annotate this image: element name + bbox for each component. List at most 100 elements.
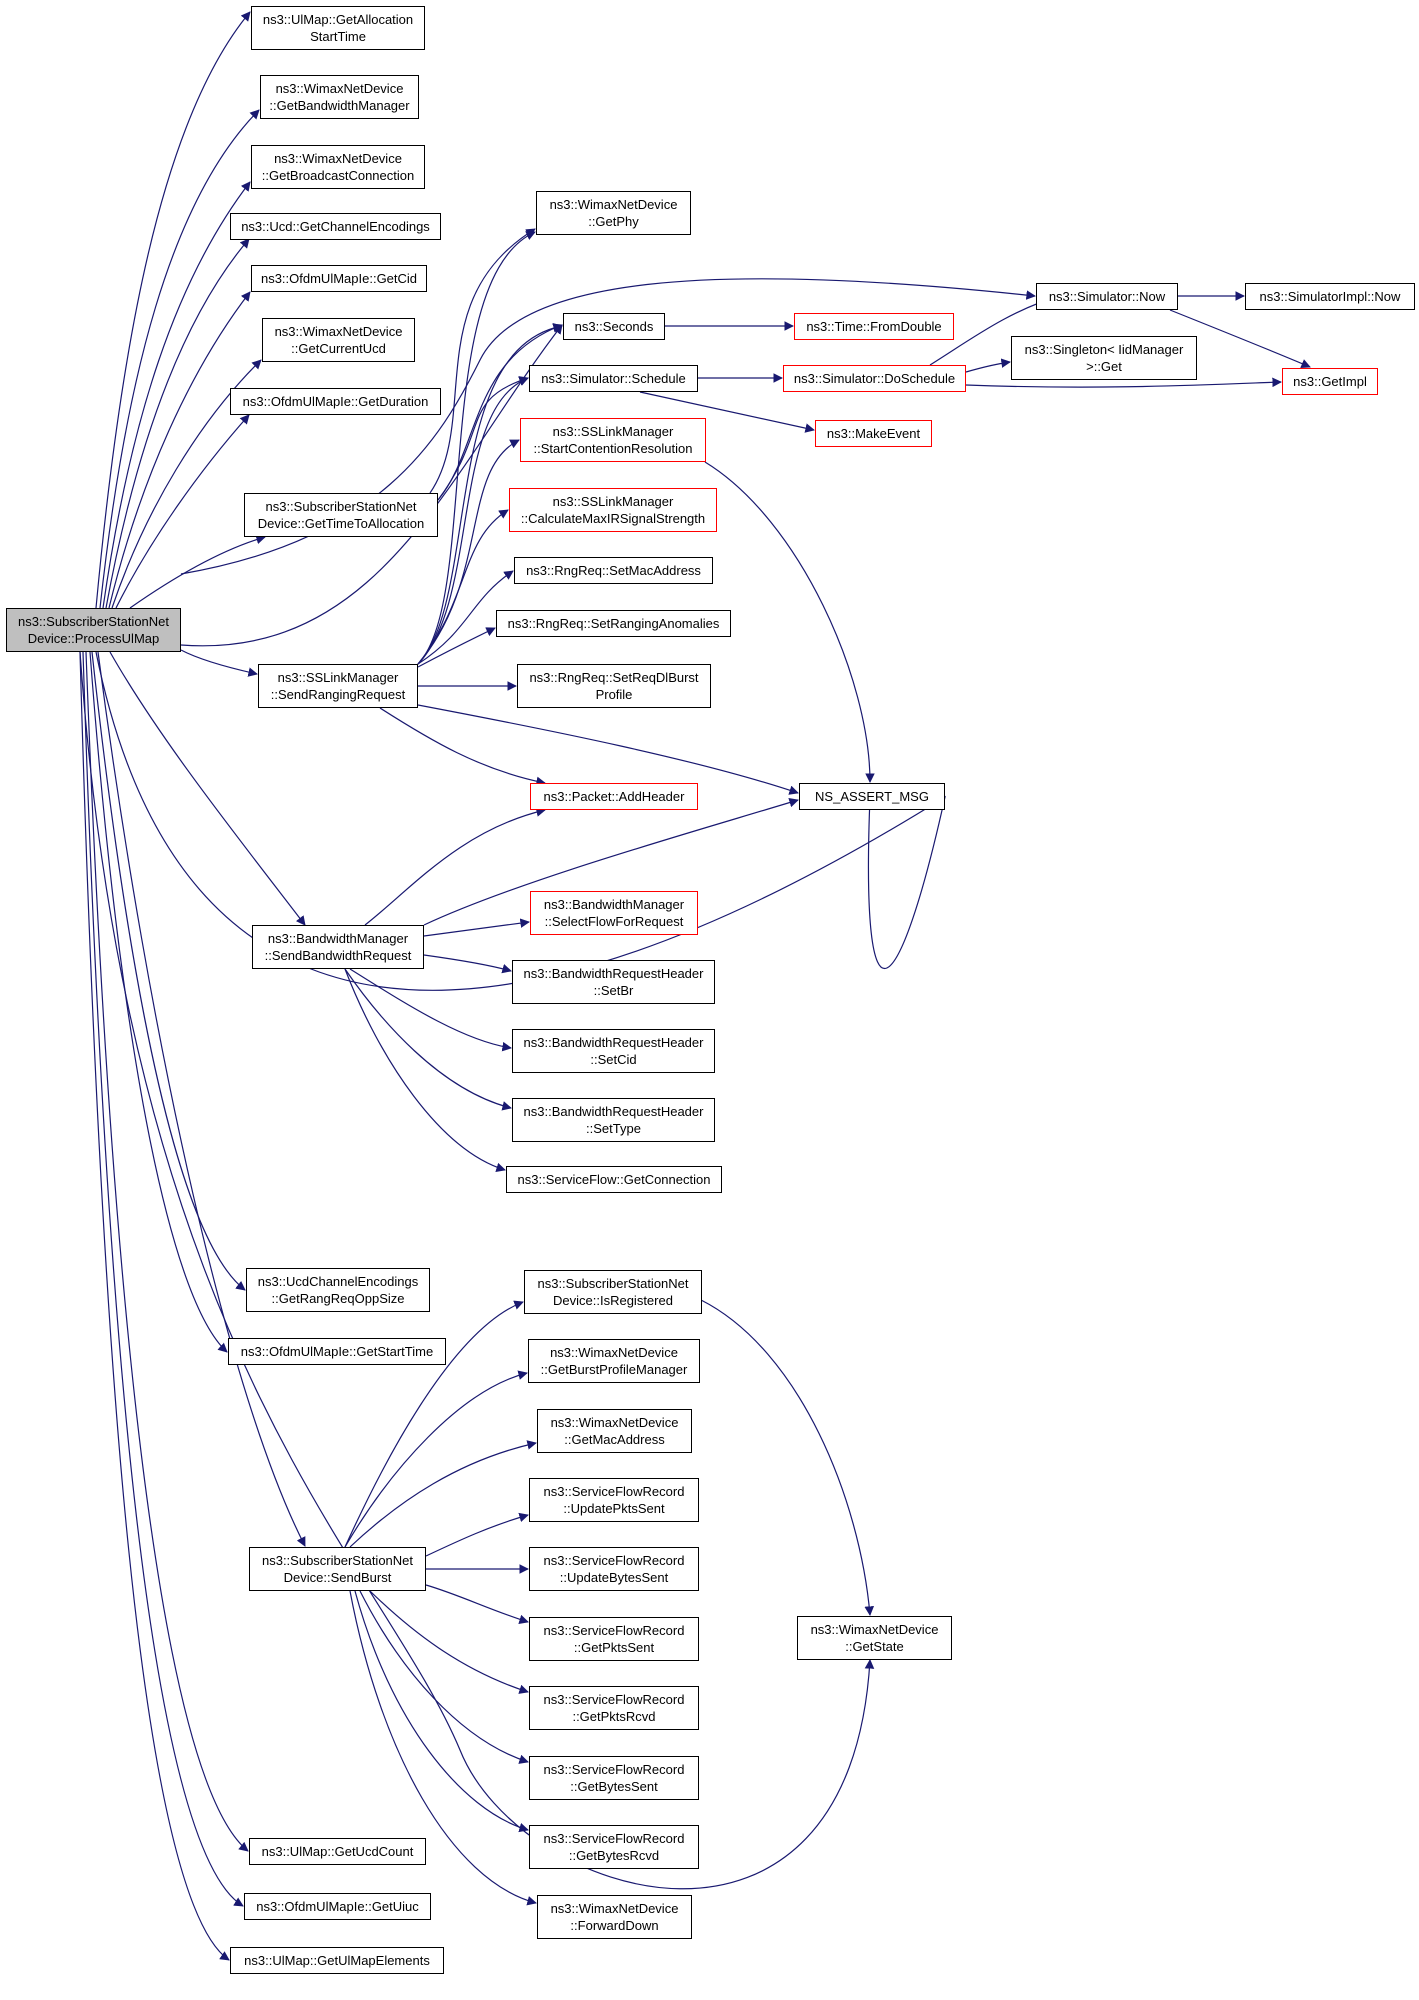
node-label-line: ns3::WimaxNetDevice [274,151,402,166]
node-label-line: ns3::WimaxNetDevice [550,1901,679,1916]
node-label-line: ::UpdatePktsSent [563,1501,665,1516]
node-ofdm-ul-map-ie-get-uiuc[interactable]: ns3::OfdmUlMapIe::GetUiuc [244,1893,431,1920]
node-packet-add-header[interactable]: ns3::Packet::AddHeader [530,783,698,810]
node-label-line: ns3::BandwidthManager [267,931,409,946]
node-ns-assert-msg[interactable]: NS_ASSERT_MSG [799,783,945,810]
node-bandwidth-manager-select-flow-for-request[interactable]: ns3::BandwidthManager::SelectFlowForRequ… [530,891,698,935]
edge-bandwidth-to-add-header [364,807,546,926]
edge-burst-to-get-mac-address [349,1440,537,1548]
node-ss-link-manager-send-ranging-request[interactable]: ns3::SSLinkManager::SendRangingRequest [258,664,418,708]
node-service-flow-record-update-pkts-sent[interactable]: ns3::ServiceFlowRecord::UpdatePktsSent [529,1478,699,1522]
node-ofdm-ul-map-ie-get-start-time[interactable]: ns3::OfdmUlMapIe::GetStartTime [228,1338,446,1365]
edge-to-get-channel-encodings [105,238,250,609]
node-bandwidth-manager-send-bandwidth-request[interactable]: ns3::BandwidthManager::SendBandwidthRequ… [252,925,424,969]
node-label-line: Device::SendBurst [283,1570,392,1585]
node-label-line: ::GetPktsSent [573,1640,655,1655]
node-ucd-channel-encodings-get-rang-req-opp-size[interactable]: ns3::UcdChannelEncodings::GetRangReqOppS… [246,1268,430,1312]
node-simulator-do-schedule[interactable]: ns3::Simulator::DoSchedule [783,365,966,392]
node-label-line: Profile [595,687,633,702]
edge-ranging-to-schedule [417,376,529,665]
edge-do-schedule-to-get-impl [965,377,1282,388]
node-wimax-get-phy[interactable]: ns3::WimaxNetDevice::GetPhy [536,191,691,235]
node-service-flow-record-get-bytes-sent[interactable]: ns3::ServiceFlowRecord::GetBytesSent [529,1756,699,1800]
node-service-flow-record-get-pkts-rcvd[interactable]: ns3::ServiceFlowRecord::GetPktsRcvd [529,1686,699,1730]
node-label-line: ns3::Simulator::DoSchedule [793,371,956,386]
node-label-line: ns3::WimaxNetDevice [550,1345,678,1360]
node-label-line: ::GetBandwidthManager [269,98,410,113]
node-label-line: ns3::WimaxNetDevice [275,81,404,96]
node-rng-req-set-mac-address[interactable]: ns3::RngReq::SetMacAddress [514,557,713,584]
node-simulator-impl-now[interactable]: ns3::SimulatorImpl::Now [1245,283,1415,310]
node-make-event[interactable]: ns3::MakeEvent [815,420,932,447]
node-wimax-get-burst-profile-manager[interactable]: ns3::WimaxNetDevice::GetBurstProfileMana… [528,1339,700,1383]
node-label-line: ns3::ServiceFlowRecord [543,1484,685,1499]
edge-to-get-bandwidth-manager [99,109,260,609]
node-wimax-get-state[interactable]: ns3::WimaxNetDevice::GetState [797,1616,952,1660]
edge-ranging-to-get-phy [417,231,536,665]
node-wimax-get-broadcast-connection[interactable]: ns3::WimaxNetDevice::GetBroadcastConnect… [251,145,425,189]
edge-do-schedule-to-singleton-get [965,358,1011,373]
node-ucd-get-channel-encodings[interactable]: ns3::Ucd::GetChannelEncodings [230,213,441,240]
node-service-flow-record-update-bytes-sent[interactable]: ns3::ServiceFlowRecord::UpdateBytesSent [529,1547,699,1591]
node-label-line: ::GetPktsRcvd [572,1709,656,1724]
node-bandwidth-request-header-set-cid[interactable]: ns3::BandwidthRequestHeader::SetCid [512,1029,715,1073]
edge-burst-to-forward-down [349,1590,537,1906]
node-label-line: ns3::GetImpl [1293,374,1367,389]
node-ul-map-get-ucd-count[interactable]: ns3::UlMap::GetUcdCount [249,1838,426,1865]
node-rng-req-set-ranging-anomalies[interactable]: ns3::RngReq::SetRangingAnomalies [496,610,731,637]
edge-time-to-allocation-to-schedule [437,376,529,501]
node-wimax-forward-down[interactable]: ns3::WimaxNetDevice::ForwardDown [537,1895,692,1939]
node-label-line: ns3::ServiceFlowRecord [543,1553,685,1568]
node-label-line: NS_ASSERT_MSG [815,789,929,804]
node-simulator-schedule[interactable]: ns3::Simulator::Schedule [529,365,698,392]
node-label-line: ::GetBroadcastConnection [261,168,415,183]
node-label-line: ns3::Simulator::Now [1048,289,1166,304]
node-label-line: ns3::ServiceFlowRecord [543,1623,685,1638]
edge-to-get-ul-map-elements [79,651,230,1961]
node-get-impl[interactable]: ns3::GetImpl [1282,368,1378,395]
node-time-from-double[interactable]: ns3::Time::FromDouble [794,313,954,340]
node-wimax-get-current-ucd[interactable]: ns3::WimaxNetDevice::GetCurrentUcd [262,318,415,362]
node-label-line: ns3::BandwidthRequestHeader [523,1104,704,1119]
node-singleton-iid-manager-get[interactable]: ns3::Singleton< IidManager>::Get [1011,336,1197,380]
node-label-line: ::SetCid [590,1052,637,1067]
node-ofdm-ul-map-ie-get-cid[interactable]: ns3::OfdmUlMapIe::GetCid [251,265,427,292]
node-label-line: ns3::SubscriberStationNet [537,1276,689,1291]
node-label-line: ns3::ServiceFlow::GetConnection [517,1172,711,1187]
node-label-line: ns3::UlMap::GetUlMapElements [244,1953,430,1968]
edge-contention-to-ns-assert-msg [704,461,875,783]
node-simulator-now[interactable]: ns3::Simulator::Now [1036,283,1178,310]
edge-bandwidth-to-select-flow [423,918,530,937]
node-service-flow-get-connection[interactable]: ns3::ServiceFlow::GetConnection [506,1166,722,1193]
node-wimax-get-bandwidth-manager[interactable]: ns3::WimaxNetDevice::GetBandwidthManager [260,75,419,119]
edge-to-get-cid [108,291,251,609]
node-service-flow-record-get-bytes-rcvd[interactable]: ns3::ServiceFlowRecord::GetBytesRcvd [529,1825,699,1869]
node-service-flow-record-get-pkts-sent[interactable]: ns3::ServiceFlowRecord::GetPktsSent [529,1617,699,1661]
node-label-line: ::SelectFlowForRequest [544,914,684,929]
node-label-line: ::SetBr [593,983,634,998]
node-label-line: ::GetBurstProfileManager [540,1362,688,1377]
node-wimax-get-mac-address[interactable]: ns3::WimaxNetDevice::GetMacAddress [537,1409,692,1453]
edge-bandwidth-to-set-type [344,968,512,1111]
node-label-line: ns3::Packet::AddHeader [543,789,685,804]
node-ss-link-manager-start-contention-resolution[interactable]: ns3::SSLinkManager::StartContentionResol… [520,418,706,462]
node-seconds[interactable]: ns3::Seconds [563,313,665,340]
node-label-line: ns3::Simulator::Schedule [541,371,686,386]
node-label-line: ns3::RngReq::SetRangingAnomalies [507,616,720,631]
node-ss-link-manager-calculate-max-ir-signal-strength[interactable]: ns3::SSLinkManager::CalculateMaxIRSignal… [509,488,717,532]
node-label-line: ::GetMacAddress [564,1432,665,1447]
node-bandwidth-request-header-set-type[interactable]: ns3::BandwidthRequestHeader::SetType [512,1098,715,1142]
node-bandwidth-request-header-set-br[interactable]: ns3::BandwidthRequestHeader::SetBr [512,960,715,1004]
node-label-line: ns3::OfdmUlMapIe::GetStartTime [240,1344,434,1359]
node-ofdm-ul-map-ie-get-duration[interactable]: ns3::OfdmUlMapIe::GetDuration [230,388,441,415]
node-label-line: ns3::SSLinkManager [277,670,399,685]
edge-bandwidth-to-set-cid [349,968,512,1052]
edge-to-get-allocation-start-time [95,11,251,609]
node-ul-map-get-ul-map-elements[interactable]: ns3::UlMap::GetUlMapElements [230,1947,444,1974]
